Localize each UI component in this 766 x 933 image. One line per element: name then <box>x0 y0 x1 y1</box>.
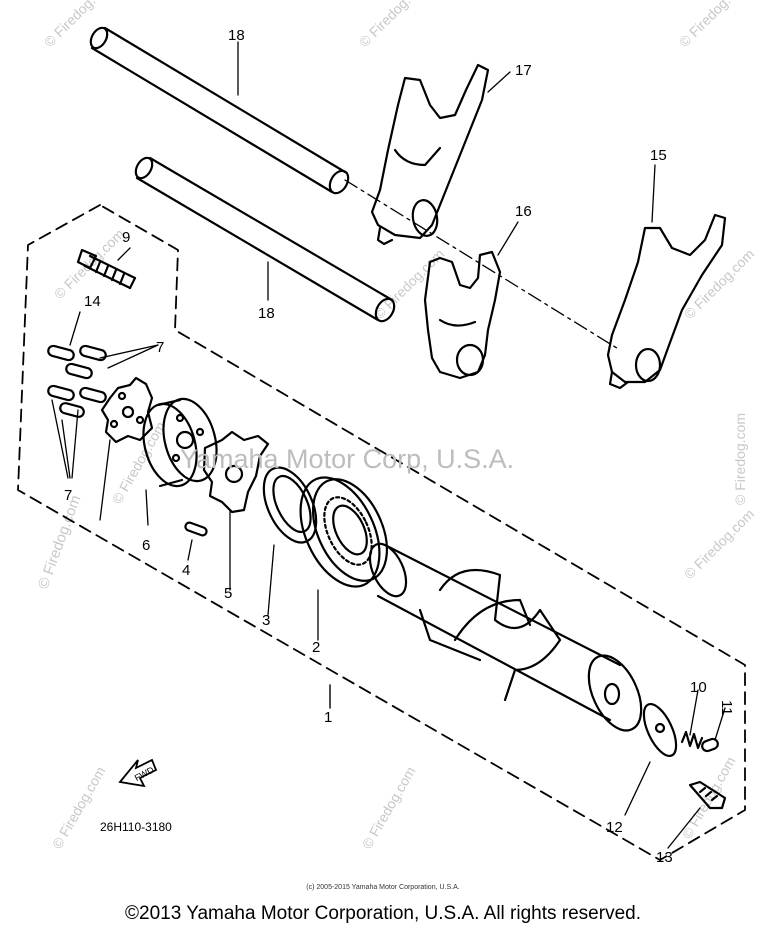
part-label-6: 6 <box>142 537 150 554</box>
shift-drum-1 <box>368 542 643 732</box>
screw-13 <box>688 780 727 810</box>
shift-fork-rod-upper <box>89 26 350 195</box>
stopper-lever-5 <box>202 430 270 514</box>
assembly-boundary <box>17 204 746 861</box>
shift-fork-16 <box>423 250 502 380</box>
watermark-tile: © Firedog.com <box>732 413 748 505</box>
part-label-12: 12 <box>606 819 623 836</box>
part-labels: 18 18 17 15 16 9 14 7 7 6 4 5 3 2 1 10 1… <box>64 27 735 866</box>
part-label-18: 18 <box>258 305 275 322</box>
spring-10 <box>680 730 704 750</box>
part-label-18: 18 <box>228 27 245 44</box>
part-label-16: 16 <box>515 203 532 220</box>
center-watermark: Yamaha Motor Corp, U.S.A. <box>180 444 515 474</box>
watermark-tile: © Firedog.com <box>109 419 169 507</box>
part-label-9: 9 <box>122 229 130 246</box>
part-label-7: 7 <box>64 487 72 504</box>
bearing-2 <box>299 476 389 588</box>
watermark-tile: © Firedog.com <box>35 493 85 591</box>
part-label-17: 17 <box>515 62 532 79</box>
shift-fork-15 <box>606 213 727 390</box>
copyright-footer: ©2013 Yamaha Motor Corporation, U.S.A. A… <box>125 903 641 924</box>
watermark-tile: © Firedog.com <box>356 0 432 50</box>
pin-4 <box>184 521 208 537</box>
watermark-tile: © Firedog.com <box>41 0 117 50</box>
fwd-arrow-icon: FWD <box>118 758 158 788</box>
screw-9 <box>76 248 137 290</box>
part-label-13: 13 <box>656 849 673 866</box>
watermark-tile: © Firedog.com <box>676 0 752 50</box>
small-copyright: (c) 2005-2015 Yamaha Motor Corporation, … <box>306 884 460 891</box>
watermark-tile: © Firedog.com <box>681 506 757 582</box>
pin-11 <box>701 737 719 753</box>
part-label-5: 5 <box>224 585 232 602</box>
washer-12 <box>642 703 678 757</box>
segment-6 <box>142 397 218 488</box>
shift-fork-rod-lower <box>134 156 396 323</box>
watermark-tile: © Firedog.com <box>51 226 127 302</box>
part-label-11: 11 <box>718 700 735 716</box>
pins-7 <box>47 344 107 418</box>
part-label-2: 2 <box>312 639 320 656</box>
part-label-15: 15 <box>650 147 667 164</box>
watermark-tile: © Firedog.com <box>681 246 757 322</box>
part-label-3: 3 <box>262 612 270 629</box>
fork-centerline <box>344 179 621 351</box>
drawing-code: 26H110-3180 <box>100 820 172 834</box>
watermark-tile: © Firedog.com <box>371 246 447 322</box>
part-label-1: 1 <box>324 709 332 726</box>
part-label-7: 7 <box>156 339 164 356</box>
shift-fork-17 <box>370 63 490 246</box>
watermark-tile: © Firedog.com <box>49 764 109 852</box>
watermark-tile: © Firedog.com <box>679 754 739 842</box>
shift-cam-segment <box>100 376 154 444</box>
watermark-tile: © Firedog.com <box>359 764 419 852</box>
part-label-10: 10 <box>690 679 707 696</box>
part-label-4: 4 <box>182 562 190 579</box>
part-label-14: 14 <box>84 293 101 310</box>
